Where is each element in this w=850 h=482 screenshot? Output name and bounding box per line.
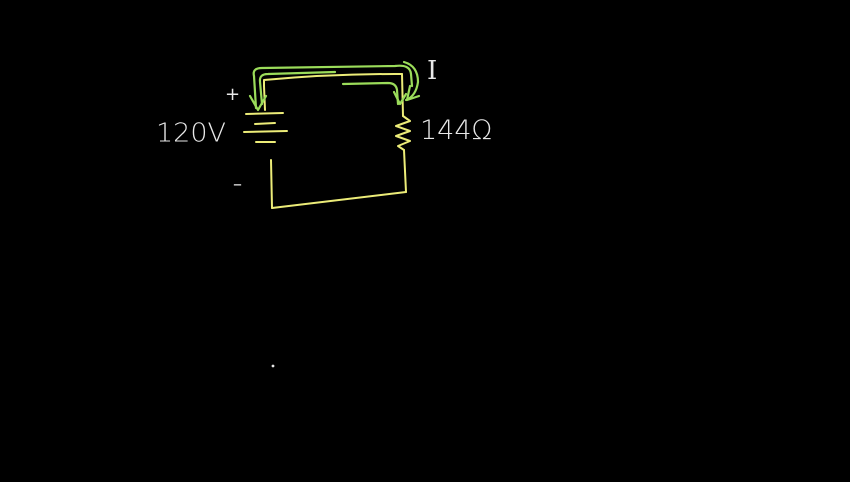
current-arrowhead-right: [392, 90, 408, 106]
current-arrow-inner-right: [341, 81, 400, 106]
positive-terminal-label: +: [225, 84, 241, 105]
current-arrowhead-left: [248, 94, 268, 112]
battery-long-plate-2: [243, 130, 288, 133]
bottom-wire: [271, 191, 407, 209]
current-arrow-curl: [402, 60, 420, 102]
right-wire-top: [401, 73, 404, 117]
current-label: I: [427, 56, 438, 86]
current-arrowhead-curl: [405, 84, 421, 102]
resistor-zigzag: [395, 115, 411, 151]
battery-short-plate-1: [254, 122, 276, 125]
voltage-label: 120V: [156, 118, 227, 149]
chalk-dot: [271, 364, 275, 368]
current-arrow-left-inner: [258, 70, 337, 106]
resistance-label: 144Ω: [420, 115, 493, 146]
current-arrow-left: [252, 64, 414, 110]
left-wire-bottom: [270, 159, 273, 209]
top-wire: [263, 73, 403, 87]
negative-terminal-label: –: [233, 174, 242, 195]
right-wire-bottom: [403, 149, 407, 193]
battery-long-plate-1: [245, 112, 284, 115]
